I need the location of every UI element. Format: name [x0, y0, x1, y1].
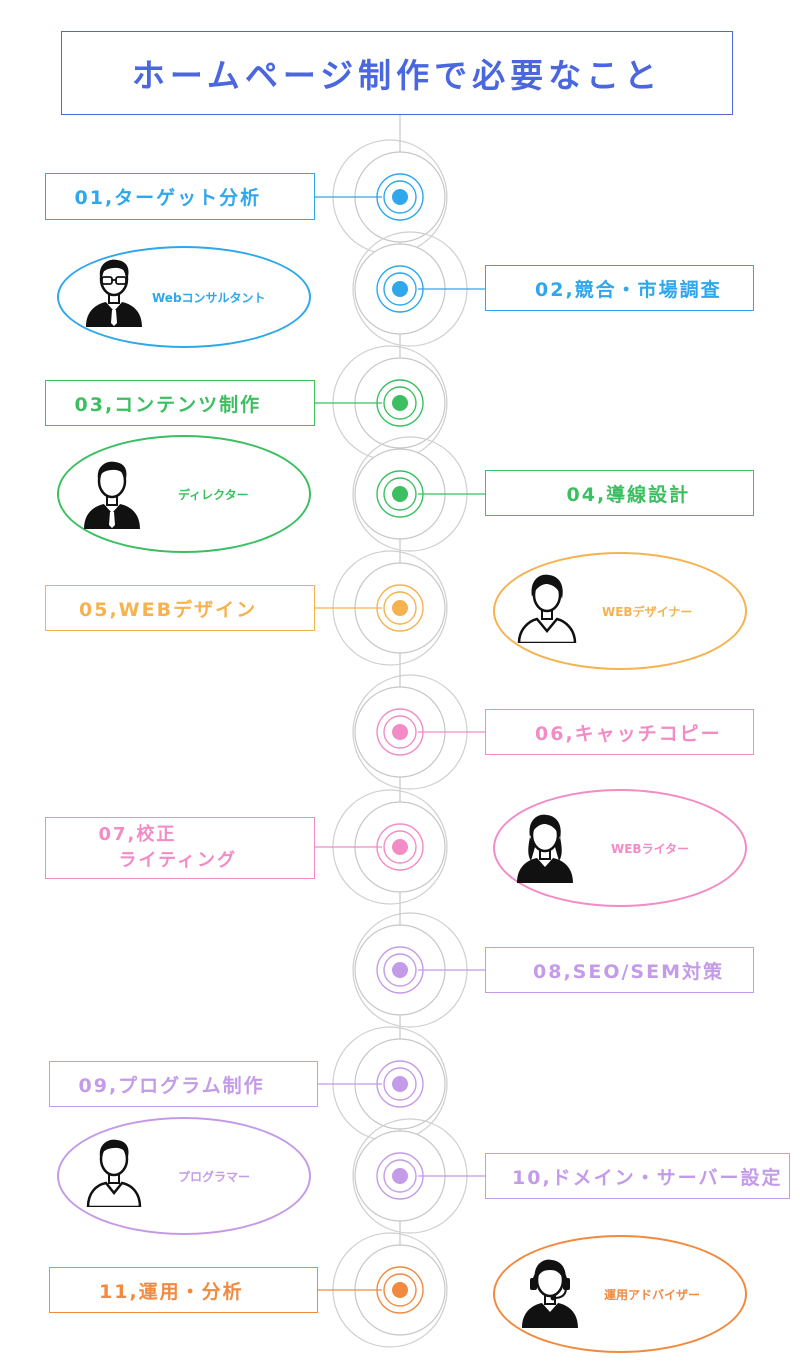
- color-ring-inner: [383, 477, 417, 511]
- role-oval: [493, 1235, 747, 1353]
- step-box: 09,プログラム制作: [49, 1061, 318, 1107]
- step-box: 07,校正 ライティング: [45, 817, 315, 879]
- designer-icon: [517, 574, 577, 643]
- director-icon: [84, 461, 140, 529]
- color-ring-inner: [383, 1159, 417, 1193]
- color-ring-inner: [383, 830, 417, 864]
- node-dot: [392, 1168, 408, 1184]
- color-ring-inner: [383, 953, 417, 987]
- step-label: 09,プログラム制作: [78, 1074, 265, 1097]
- role-label: Webコンサルタント: [152, 291, 266, 305]
- role-label: ディレクター: [178, 488, 249, 502]
- step-box: 10,ドメイン・サーバー設定: [485, 1153, 790, 1199]
- color-ring-inner: [383, 386, 417, 420]
- role-label: 運用アドバイザー: [604, 1288, 701, 1302]
- title-box: ホームページ制作で必要なこと: [61, 31, 733, 115]
- programmer-icon: [86, 1139, 142, 1207]
- role-oval: [57, 1117, 311, 1235]
- timeline-node: [332, 789, 448, 905]
- step-box: 04,導線設計: [485, 470, 754, 516]
- node-dot: [392, 962, 408, 978]
- page-title: ホームページ制作で必要なこと: [131, 56, 663, 95]
- timeline-node: [332, 1232, 448, 1348]
- step-box: 01,ターゲット分析: [45, 173, 315, 220]
- node-dot: [392, 724, 408, 740]
- step-box: 03,コンテンツ制作: [45, 380, 315, 426]
- color-ring-inner: [383, 591, 417, 625]
- step-label: 11,運用・分析: [99, 1280, 244, 1303]
- step-label: 10,ドメイン・サーバー設定: [512, 1166, 783, 1189]
- node-dot: [392, 1282, 408, 1298]
- node-dot: [392, 395, 408, 411]
- step-label: 04,導線設計: [566, 483, 691, 506]
- step-box: 05,WEBデザイン: [45, 585, 315, 631]
- writer-icon: [517, 814, 573, 883]
- color-ring-inner: [383, 272, 417, 306]
- role-oval: [57, 435, 311, 553]
- consultant-icon: [86, 259, 142, 327]
- node-dot: [392, 486, 408, 502]
- role-oval: [493, 552, 747, 670]
- color-ring-inner: [383, 180, 417, 214]
- step-label: 06,キャッチコピー: [535, 722, 722, 745]
- advisor-icon: [522, 1259, 578, 1328]
- color-ring-inner: [383, 1273, 417, 1307]
- role-label: WEBデザイナー: [602, 605, 693, 619]
- timeline-node: [352, 1118, 468, 1234]
- step-label: 03,コンテンツ制作: [74, 393, 262, 416]
- node-dot: [392, 839, 408, 855]
- step-label: 02,競合・市場調査: [535, 278, 722, 301]
- timeline-node: [352, 912, 468, 1028]
- step-box: 11,運用・分析: [49, 1267, 318, 1313]
- role-oval: [57, 246, 311, 348]
- step-box: 02,競合・市場調査: [485, 265, 754, 311]
- node-dot: [392, 281, 408, 297]
- step-label: 07,校正 ライティング: [98, 824, 238, 871]
- role-label: プログラマー: [178, 1170, 251, 1184]
- node-dot: [392, 1076, 408, 1092]
- step-box: 06,キャッチコピー: [485, 709, 754, 755]
- node-dot: [392, 600, 408, 616]
- role-oval: [493, 789, 747, 907]
- color-ring-inner: [383, 1067, 417, 1101]
- step-label: 05,WEBデザイン: [79, 598, 258, 621]
- step-box: 08,SEO/SEM対策: [485, 947, 754, 993]
- step-label: 08,SEO/SEM対策: [533, 960, 724, 983]
- color-ring-inner: [383, 715, 417, 749]
- timeline-node: [352, 436, 468, 552]
- role-label: WEBライター: [611, 842, 690, 856]
- timeline-node: [332, 345, 448, 461]
- step-label: 01,ターゲット分析: [74, 187, 262, 209]
- node-dot: [392, 189, 408, 205]
